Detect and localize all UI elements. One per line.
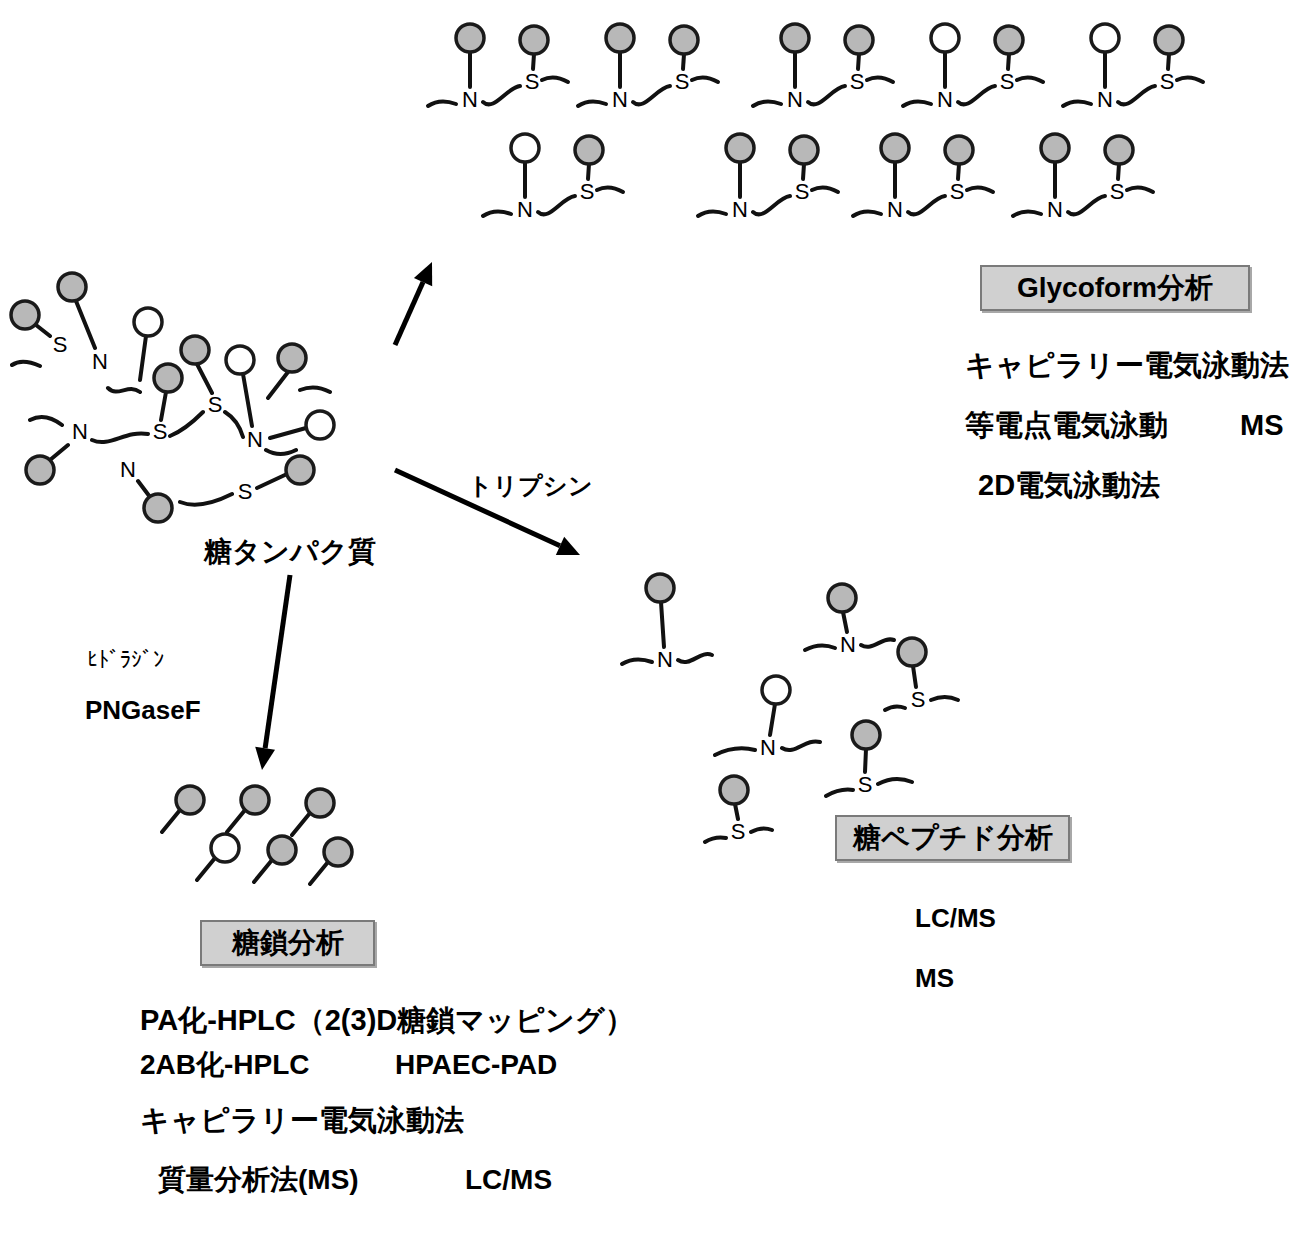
node-caption: 糖タンパク質 <box>204 535 376 569</box>
glycoform-unit <box>483 134 623 216</box>
residue-letter: N <box>840 634 856 656</box>
method-label: PNGaseF <box>85 695 201 726</box>
arrow-head <box>556 537 580 555</box>
residue-letter: N <box>72 421 88 443</box>
residue-letter: N <box>732 199 748 221</box>
glycoform-unit <box>753 24 893 106</box>
method-label: 質量分析法(MS) <box>158 1163 359 1197</box>
residue-letter: N <box>787 89 803 111</box>
residue-letter: S <box>153 421 168 443</box>
residue-letter: S <box>1000 71 1015 93</box>
analysis-group: Glycoform分析 <box>432 0 1290 320</box>
arrow-shaft <box>265 575 290 748</box>
residue-letter: N <box>760 737 776 759</box>
residue-letter: S <box>795 181 810 203</box>
residue-letter: S <box>1110 181 1125 203</box>
residue-letter: S <box>850 71 865 93</box>
glycoform-unit <box>853 134 993 216</box>
method-box-title: Glycoform分析 <box>980 265 1250 311</box>
arrow-head <box>414 262 432 286</box>
residue-letter: N <box>657 649 673 671</box>
residue-letter: N <box>92 351 108 373</box>
residue-letter: S <box>858 774 873 796</box>
residue-letter: N <box>120 459 136 481</box>
released-glycans <box>162 786 352 884</box>
method-label: MS <box>1240 408 1284 443</box>
method-label: HPAEC-PAD <box>395 1048 557 1082</box>
method-label: キャピラリー電気泳動法 <box>965 348 1289 383</box>
residue-letter: S <box>525 71 540 93</box>
residue-letter: N <box>1047 199 1063 221</box>
arrow-shaft <box>395 282 423 345</box>
residue-letter: S <box>731 821 746 843</box>
method-box-title: 糖鎖分析 <box>200 920 375 966</box>
reagent-label: トリプシン <box>466 473 595 499</box>
process-arrow <box>395 262 432 345</box>
glycoform-unit <box>1013 134 1153 216</box>
method-box-title: 糖ペプチド分析 <box>835 815 1070 861</box>
method-label: MS <box>915 963 954 994</box>
residue-letter: S <box>675 71 690 93</box>
method-label: PA化-HPLC（2(3)D糖鎖マッピング） <box>140 1003 634 1038</box>
method-label: LC/MS <box>915 903 996 934</box>
glycoform-unit <box>428 24 568 106</box>
method-label: 2AB化-HPLC <box>140 1048 310 1082</box>
method-label: 等電点電気泳動 <box>965 408 1168 443</box>
residue-letter: S <box>580 181 595 203</box>
residue-letter: S <box>208 394 223 416</box>
analysis-group: 糖ペプチド分析 <box>580 550 1080 865</box>
process-arrow <box>255 575 290 770</box>
residue-letter: N <box>247 429 263 451</box>
arrow-head <box>255 747 275 770</box>
glycoprotein-group: 糖タンパク質 <box>0 235 395 575</box>
residue-letter: N <box>517 199 533 221</box>
residue-letter: S <box>53 334 68 356</box>
glycoform-unit <box>1063 24 1203 106</box>
residue-letter: S <box>238 481 253 503</box>
analysis-group: 糖鎖分析 <box>150 770 400 970</box>
reagent-label: ﾋﾄﾞﾗｼﾞﾝ <box>85 648 166 672</box>
residue-letter: N <box>1097 89 1113 111</box>
residue-letter: N <box>462 89 478 111</box>
method-label: 2D電気泳動法 <box>978 468 1160 503</box>
residue-letter: S <box>950 181 965 203</box>
glycoprotein-cluster <box>11 273 334 522</box>
residue-letter: S <box>911 689 926 711</box>
residue-letter: N <box>612 89 628 111</box>
residue-letter: S <box>1160 71 1175 93</box>
residue-letter: N <box>887 199 903 221</box>
method-label: LC/MS <box>465 1163 552 1197</box>
glycopeptide-fragments <box>622 574 958 842</box>
glycoform-unit <box>698 134 838 216</box>
residue-letter: N <box>937 89 953 111</box>
method-label: キャピラリー電気泳動法 <box>140 1103 464 1138</box>
glycoform-unit <box>578 24 718 106</box>
glycoform-unit <box>903 24 1043 106</box>
